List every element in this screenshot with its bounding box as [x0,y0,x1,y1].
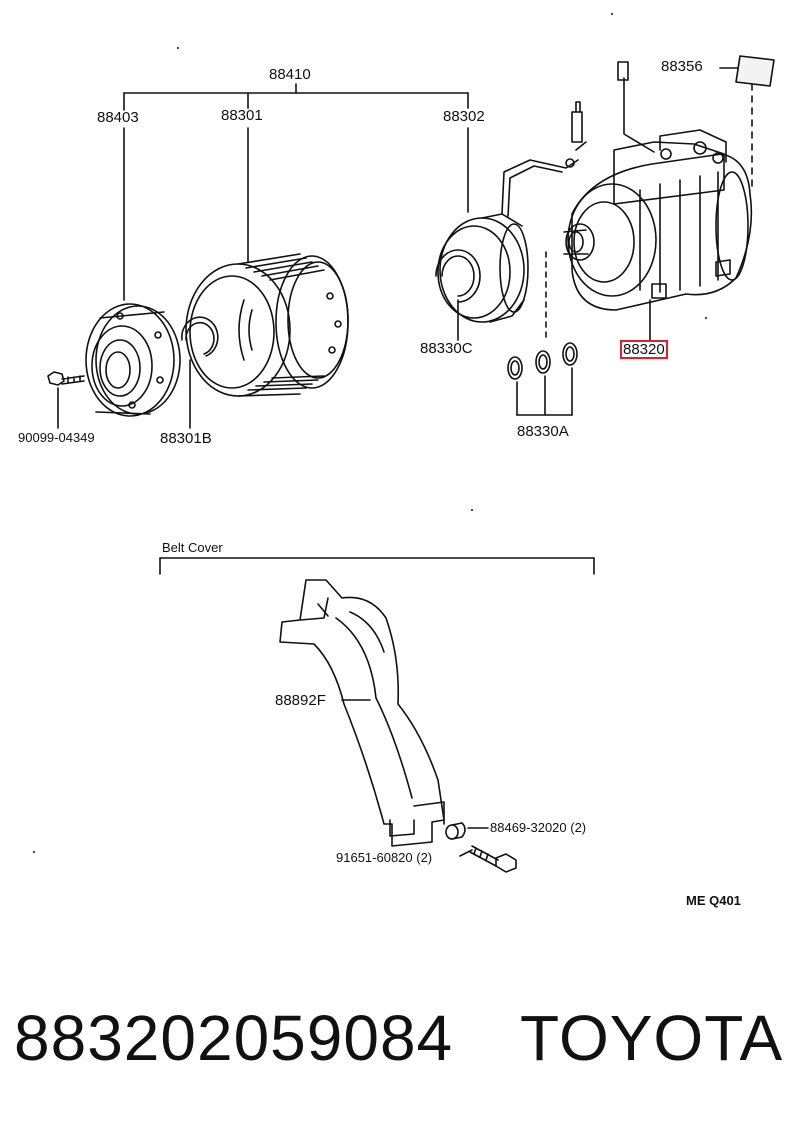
label-88403: 88403 [97,109,139,126]
diagram-code: ME Q401 [686,893,741,908]
compressor-body [563,61,753,341]
belt-cover-section-title: Belt Cover [162,540,223,555]
label-88469-32020: 88469-32020 (2) [490,820,587,835]
clutch-shims [507,251,578,416]
label-88302: 88302 [443,108,485,125]
label-88330A: 88330A [517,423,569,440]
cover-bolt [459,845,517,873]
clutch-pulley [185,253,349,397]
label-88892F: 88892F [275,692,326,709]
label-88330C: 88330C [420,340,473,357]
assembly-leader-lines [123,83,469,301]
label-88301: 88301 [221,107,263,124]
footer-part-number: 883202059084 [14,1002,454,1074]
footer-brand: TOYOTA [520,1002,784,1074]
coil-snap-ring [435,249,481,341]
label-88356: 88356 [661,58,703,75]
belt-cover [279,579,445,847]
scan-specks [33,13,707,853]
collar [445,822,489,840]
pulley-snap-ring [181,316,219,429]
label-91651-60820: 91651-60820 (2) [336,850,433,865]
hub-bolt [47,371,85,429]
stator-coil [437,101,587,323]
label-88410: 88410 [269,66,311,83]
magnet-clutch-hub [85,303,181,417]
belt-cover-bracket [159,557,595,575]
label-90099-04349: 90099-04349 [18,430,95,445]
label-88301B: 88301B [160,430,212,447]
label-88320-highlighted: 88320 [620,340,668,359]
label-plate [719,55,775,87]
